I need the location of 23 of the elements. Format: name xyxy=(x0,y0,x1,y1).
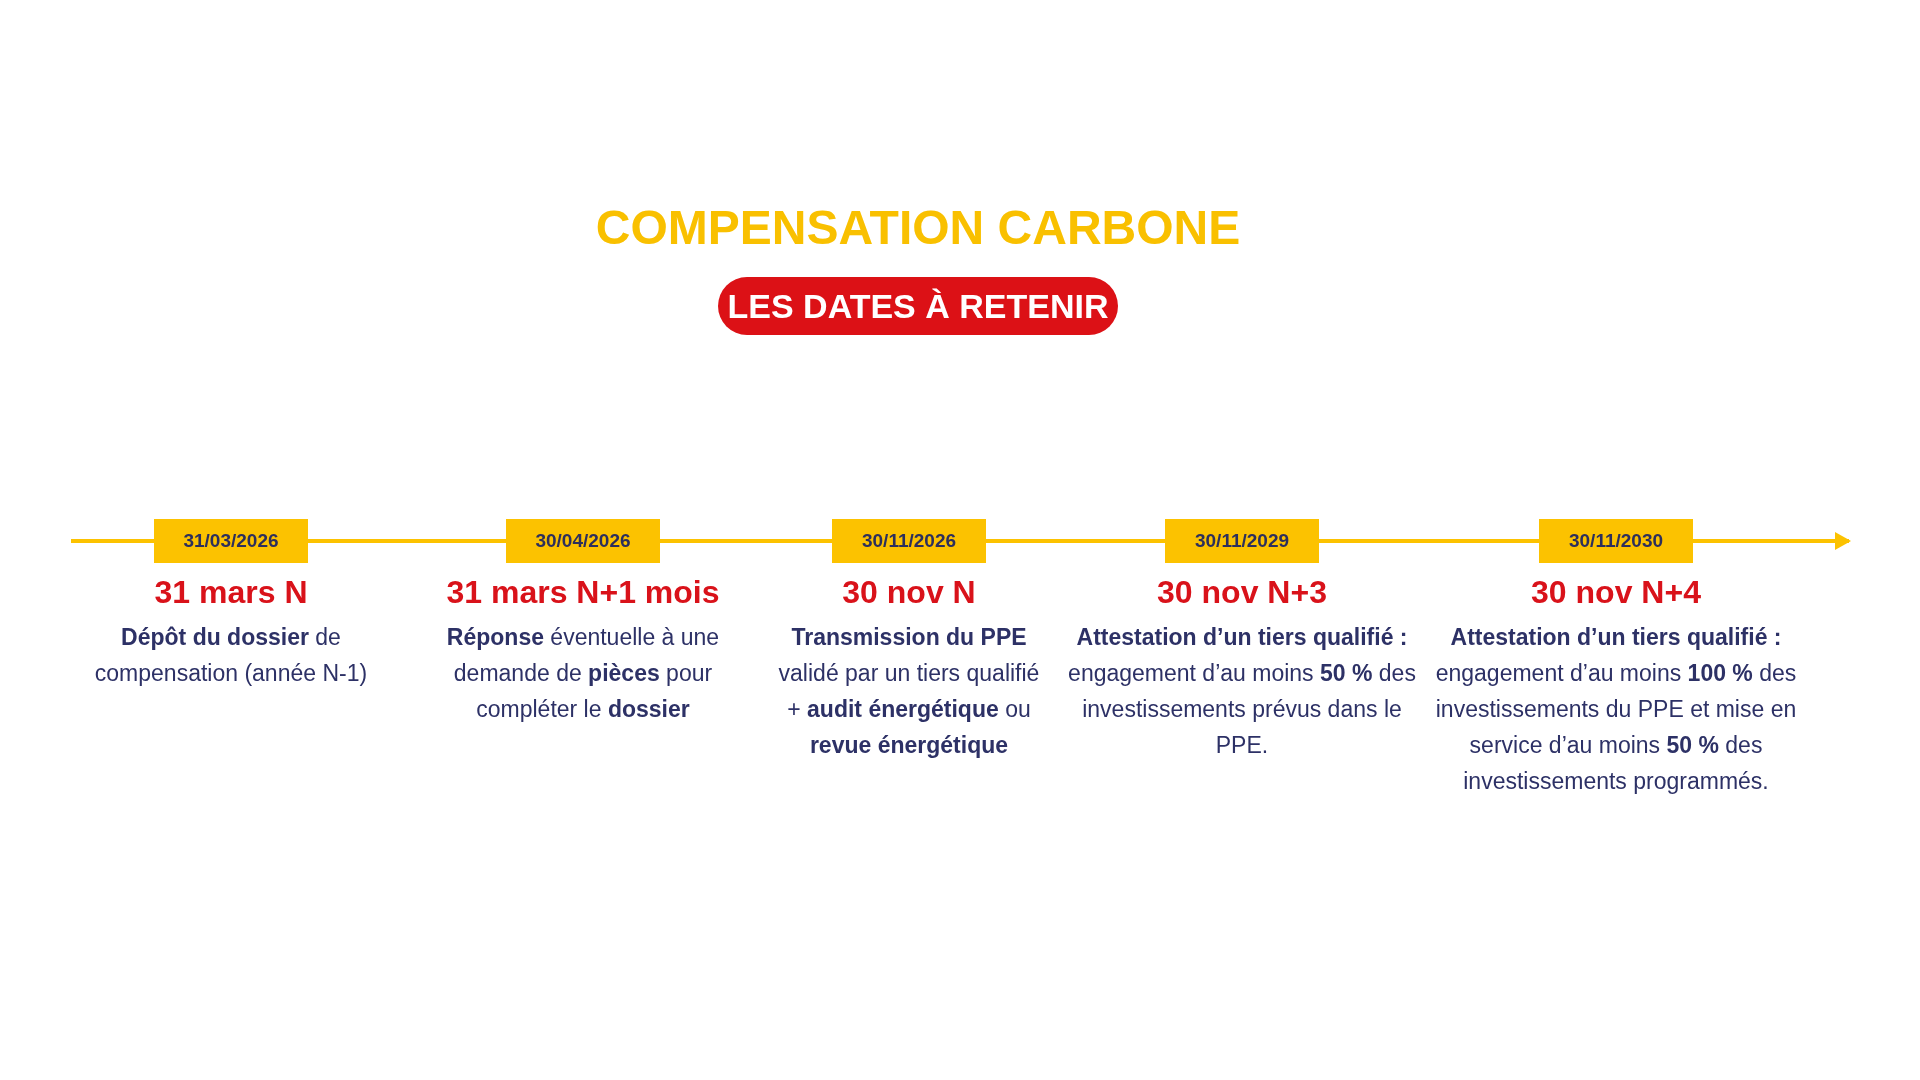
milestone-description: Réponse éventuelle à une demande de pièces pour compléter le dossier xyxy=(445,623,721,724)
date-badge: 30/11/2030 xyxy=(1539,519,1693,563)
timeline-line xyxy=(71,539,154,543)
milestone-heading: 31 mars N xyxy=(154,574,308,611)
milestone-heading: 30 nov N+3 xyxy=(1157,574,1327,611)
timeline-line xyxy=(1319,539,1539,543)
date-badge: 30/04/2026 xyxy=(506,519,660,563)
milestone-description: Attestation d’un tiers qualifié : engagement d’au moins 50 % des investissements prévus dans le PPE. xyxy=(1067,623,1417,760)
milestone-description: Transmission du PPE validé par un tiers qualifié + audit énergétique ou revue énergétique xyxy=(777,623,1041,760)
subtitle-pill: LES DATES À RETENIR xyxy=(718,277,1118,335)
date-badge: 30/11/2029 xyxy=(1165,519,1319,563)
date-badge: 31/03/2026 xyxy=(154,519,308,563)
milestone-heading: 31 mars N+1 mois xyxy=(446,574,720,611)
timeline-line xyxy=(660,539,832,543)
timeline-line xyxy=(986,539,1165,543)
milestone-heading: 30 nov N xyxy=(842,574,976,611)
milestone-heading: 30 nov N+4 xyxy=(1531,574,1701,611)
milestone-description: Dépôt du dossier de compensation (année N-1) xyxy=(93,623,369,688)
milestone-description: Attestation d’un tiers qualifié : engagement d’au moins 100 % des investissements du PPE et mise en service d’au moins 50 % des investissements programmés. xyxy=(1434,623,1798,796)
timeline-line xyxy=(308,539,506,543)
title: COMPENSATION CARBONE xyxy=(595,200,1241,255)
date-badge: 30/11/2026 xyxy=(832,519,986,563)
timeline-arrow xyxy=(1693,532,1851,550)
